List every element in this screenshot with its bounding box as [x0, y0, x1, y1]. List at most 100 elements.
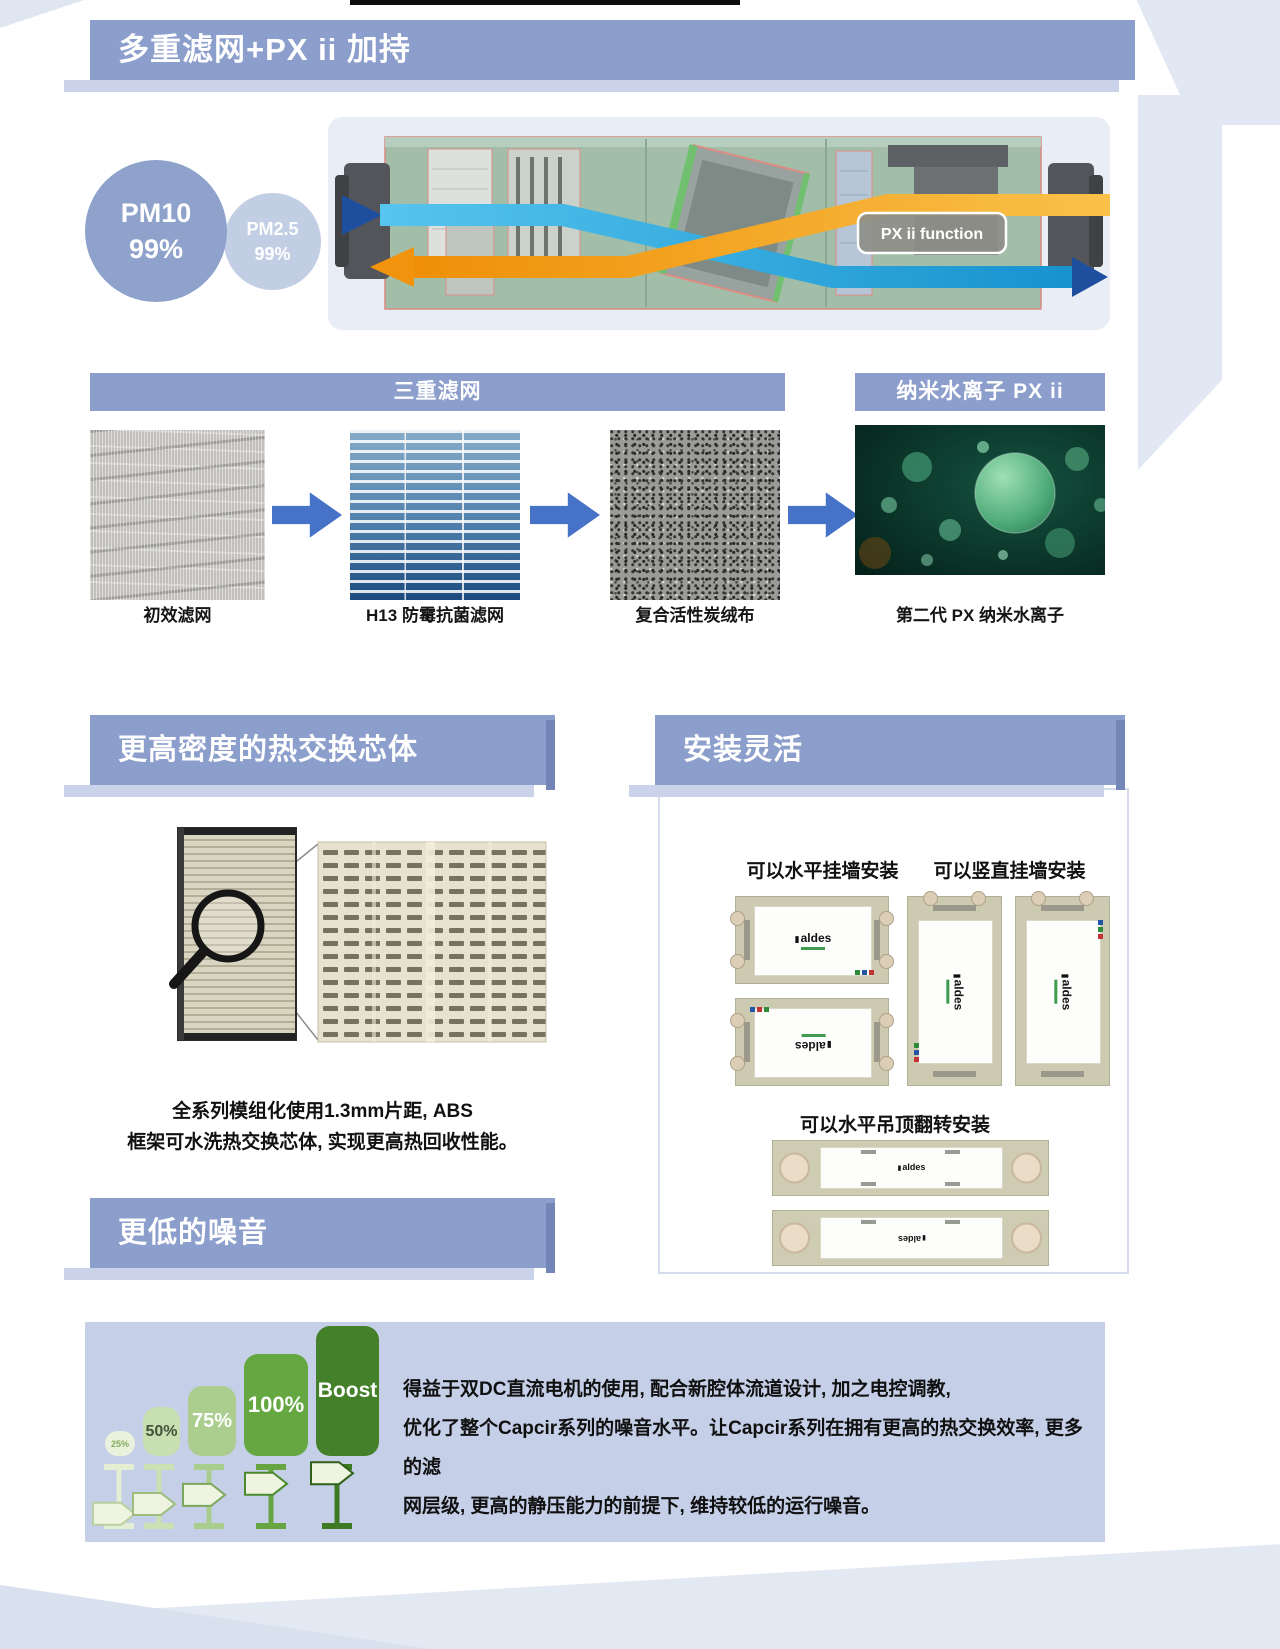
- unit-port-knob: [879, 954, 894, 970]
- right-arrow-icon: [272, 492, 342, 538]
- heat-core-desc-line1: 全系列模组化使用1.3mm片距, ABS: [172, 1101, 473, 1122]
- ventilation-unit-illustration: PX ii function: [335, 136, 1110, 310]
- unit-bracket: [861, 1149, 876, 1154]
- unit-side-strip: [743, 920, 750, 960]
- unit-duct-port: [1011, 1152, 1042, 1184]
- pm25-badge: PM2.5 99%: [224, 193, 321, 290]
- install-options-box: 可以水平挂墙安装 可以竖直挂墙安装 aldes aldes aldes: [658, 788, 1129, 1274]
- aldes-logo-subline: [800, 946, 825, 950]
- header-banner: 多重滤网+PX ii 加持: [64, 20, 1135, 92]
- heat-core-banner-fold: [546, 720, 555, 790]
- fan-speed-sliders: [85, 1461, 405, 1536]
- unit-ceiling-1: aldes: [772, 1140, 1049, 1196]
- pre-filter-image: [90, 430, 265, 600]
- unit-horizontal-wall-1: aldes: [730, 896, 894, 984]
- aldes-logo: aldes: [898, 1231, 926, 1245]
- pm10-value: 99%: [128, 234, 184, 264]
- heat-core-banner: 更高密度的热交换芯体: [64, 715, 555, 797]
- fan-slider-icon-4: [244, 1464, 289, 1529]
- unit-port-knob: [1030, 891, 1046, 906]
- noise-banner-shadow: [64, 1268, 534, 1280]
- fan-speed-bar-25: 25%: [105, 1431, 135, 1456]
- unit-duct-port: [779, 1222, 810, 1254]
- bg-shape-right-band: [1138, 95, 1222, 470]
- unit-port-knob: [879, 1056, 894, 1072]
- unit-port-knob: [971, 891, 987, 906]
- certification-marks: [1098, 919, 1104, 939]
- heat-core-description: 全系列模组化使用1.3mm片距, ABS 框架可水洗热交换芯体, 实现更高热回收…: [70, 1096, 575, 1158]
- unit-port-knob: [879, 1012, 894, 1028]
- px-function-badge-label: PX ii function: [881, 226, 983, 243]
- pm10-badge: PM10 99%: [85, 160, 227, 302]
- unit-port-knob: [922, 891, 938, 906]
- unit-side-strip: [743, 1022, 750, 1062]
- unit-side-strip: [1041, 904, 1084, 911]
- certification-marks: [855, 970, 875, 976]
- top-black-bar: [350, 0, 740, 5]
- aldes-logo: aldes: [898, 1161, 925, 1175]
- pm25-label: PM2.5: [246, 218, 299, 239]
- noise-desc-line2: 优化了整个Capcir系列的噪音水平。让Capcir系列在拥有更高的热交换效率,…: [403, 1418, 1083, 1478]
- fan-speed-bar-75: 75%: [188, 1386, 236, 1456]
- fan-slider-icon-5: [310, 1461, 355, 1529]
- aldes-logo-subline: [801, 1033, 825, 1037]
- unit-duct-port: [779, 1152, 810, 1184]
- pm10-label: PM10: [120, 198, 192, 228]
- unit-vertical-wall-2: aldes: [1015, 891, 1110, 1086]
- product-cutaway-panel: PX ii function: [328, 117, 1110, 330]
- carbon-filter-image: [610, 430, 780, 600]
- nano-ion-image: [855, 425, 1108, 575]
- heat-core-graphic: [90, 820, 555, 1060]
- install-option-ceiling-label: 可以水平吊顶翻转安装: [799, 1115, 990, 1136]
- install-title: 安装灵活: [683, 734, 804, 766]
- noise-desc-line3: 网层级, 更高的静压能力的前提下, 维持较低的运行噪音。: [403, 1496, 881, 1517]
- certification-marks: [749, 1006, 769, 1012]
- pre-filter-caption: 初效滤网: [143, 606, 212, 625]
- noise-panel: 25%50%75%100%Boost 得益于双DC直流电机的使用, 配合新腔体流…: [85, 1322, 1105, 1542]
- pm25-value: 99%: [254, 243, 291, 264]
- unit-bracket: [861, 1182, 876, 1187]
- fan-speed-bars: 25%50%75%100%Boost: [105, 1324, 379, 1456]
- noise-desc-line1: 得益于双DC直流电机的使用, 配合新腔体流道设计, 加之电控调教,: [403, 1379, 951, 1400]
- exhaust-air-arrowhead-left: [370, 247, 414, 287]
- install-option-vertical-label: 可以竖直挂墙安装: [933, 861, 1086, 882]
- unit-side-strip: [1041, 1071, 1084, 1078]
- install-banner: 安装灵活: [629, 715, 1125, 797]
- unit-side-strip: [874, 1022, 881, 1062]
- noise-title: 更低的噪音: [118, 1217, 269, 1249]
- hepa-filter-image: [350, 430, 520, 600]
- fan-speed-bar-50: 50%: [143, 1407, 180, 1456]
- triple-filter-banner: 三重滤网: [90, 373, 785, 411]
- aldes-logo: aldes: [795, 932, 832, 945]
- aldes-logo-subline: [1054, 979, 1058, 1004]
- px-function-badge: [856, 211, 1008, 255]
- unit-port-knob: [730, 1056, 745, 1072]
- supply-air-arrowhead-left: [342, 195, 382, 235]
- unit-side-strip: [933, 904, 976, 911]
- bg-shape-top-left: [0, 0, 84, 28]
- unit-port-knob: [730, 910, 745, 926]
- triple-filter-banner-label: 三重滤网: [393, 380, 482, 403]
- exhaust-air-flow: [410, 194, 1110, 278]
- supply-air-arrowhead-right: [1072, 257, 1108, 297]
- magnifier-icon: [191, 889, 265, 963]
- unit-port-knob: [730, 954, 745, 970]
- fan-slider-icon-2: [132, 1464, 177, 1529]
- unit-port-knob: [730, 1012, 745, 1028]
- fan-slider-icon-3: [182, 1464, 227, 1529]
- header-banner-shadow: [64, 80, 1120, 92]
- certification-marks: [913, 1043, 919, 1063]
- unit-bracket: [945, 1182, 960, 1187]
- aldes-logo: aldes: [795, 1039, 832, 1053]
- noise-banner: 更低的噪音: [64, 1198, 555, 1280]
- heat-core-desc-line2: 框架可水洗热交换芯体, 实现更高热回收性能。: [127, 1132, 518, 1153]
- unit-bracket: [861, 1219, 876, 1224]
- aldes-logo-subline: [946, 979, 950, 1004]
- heat-core-banner-shadow: [64, 785, 534, 797]
- unit-duct-port: [1011, 1222, 1042, 1254]
- nano-ion-caption: 第二代 PX 纳米水离子: [895, 606, 1065, 625]
- nano-ion-bubbles-graphic: [855, 425, 1108, 575]
- aldes-logo: aldes: [1059, 974, 1073, 1011]
- right-arrow-icon: [530, 492, 600, 538]
